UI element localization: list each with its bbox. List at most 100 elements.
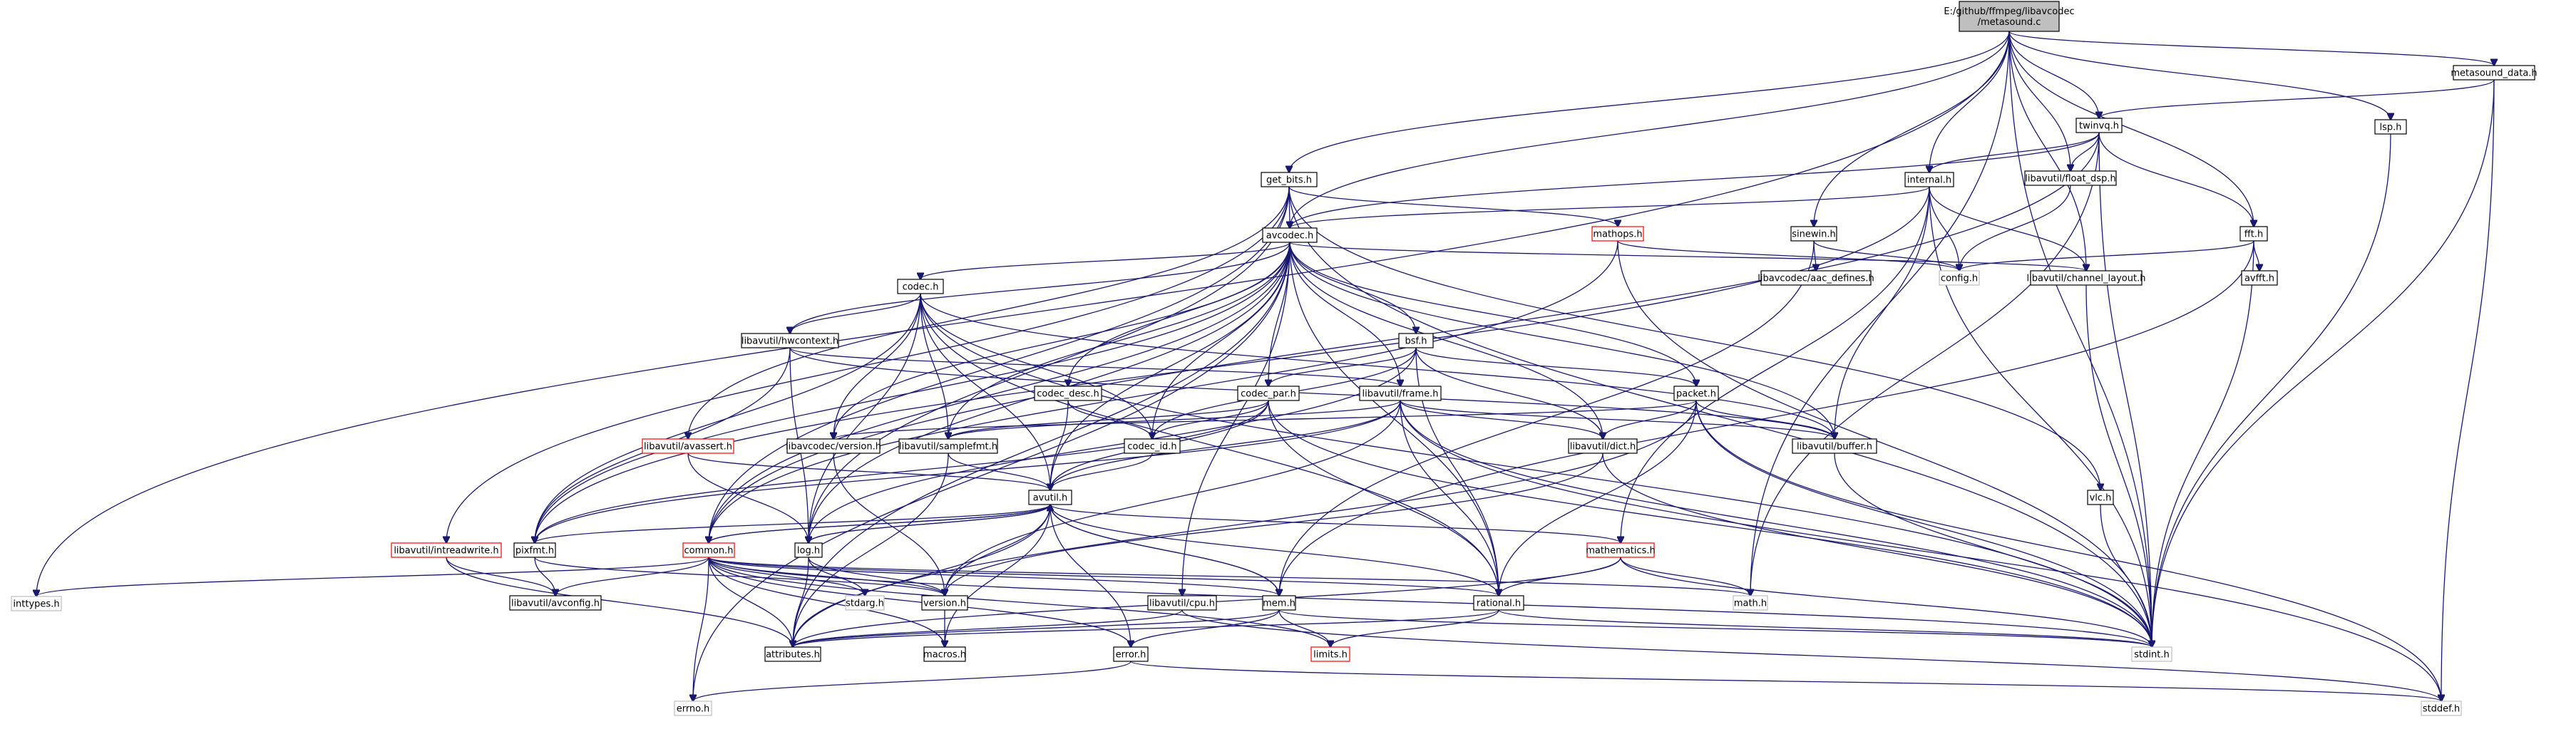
edge-twinvq-to-fft xyxy=(2098,132,2254,227)
edge-bsf-to-rational xyxy=(1415,347,1499,596)
node-errno[interactable]: errno.h xyxy=(674,700,712,716)
edge-common-to-error xyxy=(708,557,1131,647)
node-fft[interactable]: fft.h xyxy=(2239,226,2268,242)
edge-codec_par-to-rational xyxy=(1268,400,1499,596)
node-cpu[interactable]: libavutil/cpu.h xyxy=(1147,595,1217,611)
edge-metasound-to-twinvq xyxy=(2008,31,2099,118)
node-pixfmt[interactable]: pixfmt.h xyxy=(513,542,556,558)
node-box xyxy=(1792,438,1877,454)
edge-avutil-to-attributes xyxy=(793,504,1051,647)
edge-avcodec-to-codec_id xyxy=(1152,242,1290,439)
edge-mem-to-avutil xyxy=(1050,505,1280,596)
edge-rational-to-limits xyxy=(1330,609,1499,647)
node-error[interactable]: error.h xyxy=(1113,646,1149,662)
node-math[interactable]: math.h xyxy=(1733,595,1768,611)
edge-sinewin-to-config xyxy=(1813,240,1959,271)
edge-codec_par-to-stdint xyxy=(1268,400,2152,647)
node-frame[interactable]: libavutil/frame.h xyxy=(1359,386,1442,401)
node-stdint[interactable]: stdint.h xyxy=(2131,646,2172,662)
node-stddef[interactable]: stddef.h xyxy=(2421,700,2462,716)
edge-metasound-to-get_bits xyxy=(1289,31,2010,172)
node-version[interactable]: version.h xyxy=(921,595,968,611)
node-twinvq[interactable]: twinvq.h xyxy=(2075,118,2123,133)
node-codec_par[interactable]: codec_par.h xyxy=(1237,386,1300,401)
edge-codec-to-rational xyxy=(920,293,1499,596)
edge-mem-to-attributes xyxy=(793,609,1280,647)
node-buffer[interactable]: libavutil/buffer.h xyxy=(1792,438,1877,454)
node-avconfig[interactable]: libavutil/avconfig.h xyxy=(509,595,602,611)
node-label: metasound_data.h xyxy=(2451,68,2537,79)
node-float_dsp[interactable]: libavutil/float_dsp.h xyxy=(2024,170,2117,186)
node-internal[interactable]: internal.h xyxy=(1904,172,1954,187)
edge-lsp-to-stdint xyxy=(2152,133,2391,647)
node-dict[interactable]: libavutil/dict.h xyxy=(1568,438,1638,454)
node-label: codec.h xyxy=(903,282,939,293)
node-intreadwrite[interactable]: libavutil/intreadwrite.h xyxy=(391,542,502,558)
edge-frame-to-buffer xyxy=(1400,400,1834,439)
node-avcodec[interactable]: avcodec.h xyxy=(1262,227,1318,243)
node-avfft[interactable]: avfft.h xyxy=(2241,270,2278,286)
edge-log-to-stdarg xyxy=(808,557,865,596)
node-lsp[interactable]: lsp.h xyxy=(2374,119,2407,135)
node-mem[interactable]: mem.h xyxy=(1262,595,1296,611)
node-inttypes[interactable]: inttypes.h xyxy=(11,596,62,611)
edge-get_bits-to-common xyxy=(709,186,1290,543)
node-label: lsp.h xyxy=(2379,123,2401,133)
node-label: mathops.h xyxy=(1593,229,1642,240)
node-common[interactable]: common.h xyxy=(682,542,735,558)
edge-rational-to-stdint xyxy=(1498,609,2152,647)
node-sinewin[interactable]: sinewin.h xyxy=(1790,226,1837,242)
node-box xyxy=(1028,490,1072,505)
node-config[interactable]: config.h xyxy=(1939,270,1980,286)
node-label: math.h xyxy=(1734,599,1767,609)
node-label: limits.h xyxy=(1313,650,1348,661)
node-codec_desc[interactable]: codec_desc.h xyxy=(1034,386,1102,401)
node-aac_defines[interactable]: libavcodec/aac_defines.h xyxy=(1757,270,1874,286)
node-mathops[interactable]: mathops.h xyxy=(1591,226,1644,242)
edge-common-to-stdint xyxy=(708,557,2152,647)
edge-fft-to-mem xyxy=(1279,240,2254,596)
node-vlc[interactable]: vlc.h xyxy=(2087,490,2114,505)
node-box xyxy=(674,700,712,716)
node-bsf[interactable]: bsf.h xyxy=(1398,333,1434,348)
node-macros[interactable]: macros.h xyxy=(923,646,966,662)
edge-buffer-to-stdint xyxy=(1834,453,2152,647)
node-mathematics[interactable]: mathematics.h xyxy=(1586,542,1656,558)
edge-fft-to-config xyxy=(1959,240,2254,271)
node-label: avutil.h xyxy=(1033,493,1068,504)
node-box xyxy=(2239,226,2268,242)
edge-hwcontext-to-frame xyxy=(789,347,1400,386)
node-attributes[interactable]: attributes.h xyxy=(764,646,821,662)
node-avassert[interactable]: libavutil/avassert.h xyxy=(642,438,734,454)
edge-codec-to-hwcontext xyxy=(790,293,921,334)
node-metasound_data[interactable]: metasound_data.h xyxy=(2451,65,2537,81)
node-get_bits[interactable]: get_bits.h xyxy=(1261,172,1318,187)
edge-get_bits-to-mathops xyxy=(1288,186,1618,227)
node-log[interactable]: log.h xyxy=(794,542,823,558)
node-hwcontext[interactable]: libavutil/hwcontext.h xyxy=(741,333,839,348)
node-channel_layout[interactable]: libavutil/channel_layout.h xyxy=(2027,270,2146,286)
node-packet[interactable]: packet.h xyxy=(1673,386,1719,401)
edge-metasound-to-avcodec xyxy=(1290,31,2010,228)
edge-common-to-avutil xyxy=(708,505,1050,544)
edge-common-to-math xyxy=(708,557,1750,596)
node-label: libavutil/channel_layout.h xyxy=(2027,274,2146,284)
edge-metasound-to-sinewin xyxy=(1814,31,2010,227)
node-codec[interactable]: codec.h xyxy=(897,279,944,294)
node-stdarg[interactable]: stdarg.h xyxy=(845,595,885,611)
node-codec_id[interactable]: codec_id.h xyxy=(1124,438,1181,454)
edge-get_bits-to-avassert xyxy=(688,186,1290,439)
edge-avcodec-to-pixfmt xyxy=(535,242,1290,543)
edge-avcodec-to-version_codec xyxy=(833,242,1290,439)
edge-avutil-to-version xyxy=(945,504,1051,596)
node-limits[interactable]: limits.h xyxy=(1310,646,1350,662)
edge-avcodec-to-cpu xyxy=(1182,242,1290,596)
node-avutil[interactable]: avutil.h xyxy=(1028,490,1072,505)
edge-packet-to-stdint xyxy=(1695,400,2152,647)
node-version_codec[interactable]: libavcodec/version.h xyxy=(786,438,881,454)
node-samplefmt[interactable]: libavutil/samplefmt.h xyxy=(898,438,998,454)
edge-avcodec-to-buffer xyxy=(1289,242,1834,439)
node-label: libavutil/samplefmt.h xyxy=(899,442,997,453)
node-rational[interactable]: rational.h xyxy=(1473,595,1524,611)
edge-codec-to-buffer xyxy=(920,293,1834,439)
